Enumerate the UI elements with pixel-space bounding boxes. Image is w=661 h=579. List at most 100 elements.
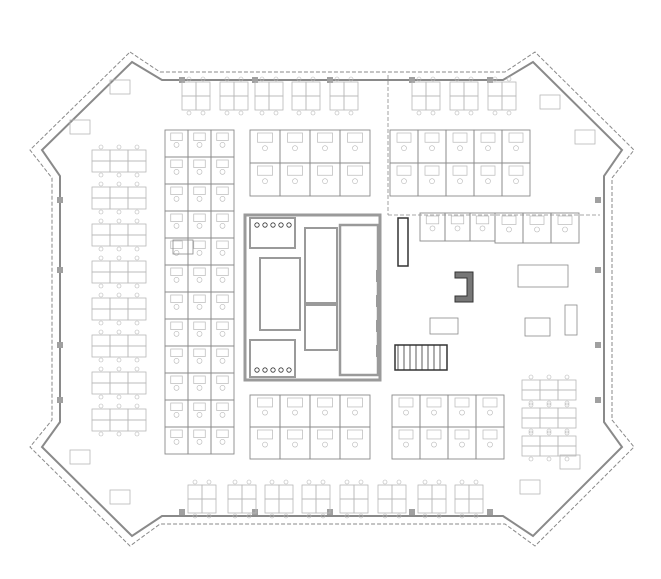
chair [320,513,326,519]
private-office [210,426,235,455]
chair [468,76,474,82]
office-chair [196,223,203,229]
workstation-desk [305,81,321,97]
chair [546,402,552,408]
office-desk [216,429,229,438]
workstation-desk [291,81,307,97]
chair [98,292,104,298]
corner-table [109,79,131,95]
chair [546,430,552,436]
office-desk [193,321,206,330]
workstation-desk [377,498,393,514]
workstation-desk [109,408,129,421]
office-chair [219,142,226,148]
chair [528,428,534,434]
stair-lower [304,304,338,351]
workstation-desk [343,95,359,111]
workstation-desk [201,498,217,514]
office-desk [216,132,229,141]
chair [459,479,465,485]
office-chair [196,169,203,175]
workstation-desk [91,149,111,162]
office-chair [352,178,358,184]
office-chair [479,225,486,232]
chair [134,209,140,215]
chair [506,110,512,116]
workstation-desk [91,271,111,284]
workstation-desk [539,417,559,429]
workstation-desk [91,371,111,384]
chair [134,218,140,224]
chair [98,320,104,326]
chair [273,110,279,116]
workstation-desk [339,484,355,500]
office-chair [429,225,436,232]
private-office [210,156,235,185]
chair [396,513,402,519]
private-office [187,291,212,320]
chair [296,110,302,116]
workstation-desk [501,81,517,97]
chair [98,209,104,215]
office-chair [196,196,203,202]
chair [98,403,104,409]
office-desk [257,165,273,176]
workstation-desk [391,498,407,514]
office-chair [262,145,268,151]
office-desk [170,186,183,195]
workstation-desk [91,260,111,273]
chair [310,76,316,82]
private-office [475,426,505,460]
workstation-desk [501,95,517,111]
office-chair [513,178,519,184]
office-desk [452,165,468,176]
office-chair [219,331,226,337]
workstation-desk [127,419,147,432]
open-workstations [91,76,577,519]
office-desk [287,132,303,143]
workstation-desk [127,345,147,358]
chair [238,110,244,116]
chair [358,479,364,485]
chair [259,110,265,116]
workstation-desk [127,223,147,236]
workstation-desk [241,484,257,500]
office-chair [459,441,465,448]
office-desk [216,186,229,195]
workstation-desk [127,371,147,384]
chair [134,431,140,437]
office-desk [193,159,206,168]
workstation-desk [411,95,427,111]
private-office [475,394,505,428]
private-office [339,129,371,164]
private-office [164,264,189,293]
chair [98,246,104,252]
workstation-desk [127,271,147,284]
structural-column [57,397,63,403]
chair [116,283,122,289]
chair [246,479,252,485]
workstation-desk [539,379,559,391]
workstation-desk [329,81,345,97]
chair [468,110,474,116]
chair [459,513,465,519]
office-chair [513,145,519,151]
office-chair [485,178,491,184]
office-chair [534,226,540,233]
structural-column [487,509,493,515]
private-office [164,291,189,320]
private-office [447,426,477,460]
private-office [391,426,421,460]
workstation-desk [241,498,257,514]
chair [430,76,436,82]
chair [416,110,422,116]
office-desk [193,213,206,222]
chair [473,479,479,485]
office-desk [216,213,229,222]
chair [98,329,104,335]
workstation-desk [127,308,147,321]
chair [454,76,460,82]
workstation-desk [109,186,129,199]
office-desk [170,159,183,168]
chair [506,76,512,82]
